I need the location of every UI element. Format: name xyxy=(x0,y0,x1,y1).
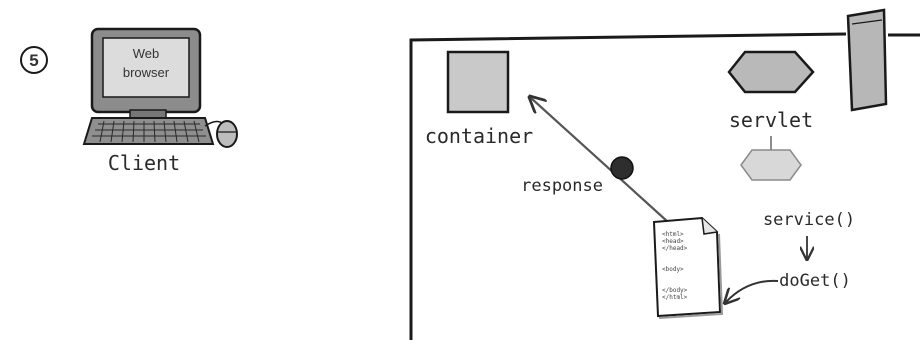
mouse-icon xyxy=(204,120,238,148)
client-computer: Web browser Client xyxy=(82,27,238,175)
container-box: container xyxy=(425,50,533,148)
response-flow: response xyxy=(521,98,669,223)
container-label: container xyxy=(425,124,533,148)
doc-line-1: <html> xyxy=(662,231,684,238)
doc-line-7: </body> xyxy=(662,287,688,294)
method-calls: service() doGet() xyxy=(726,210,855,302)
servlet: servlet xyxy=(727,50,815,181)
doc-line-2: <head> xyxy=(662,238,684,245)
monitor-icon xyxy=(90,27,202,119)
response-arrow xyxy=(531,98,669,223)
doget-method-label: doGet() xyxy=(779,271,851,291)
step-number: 5 xyxy=(29,51,38,70)
screen-text-web: Web xyxy=(133,46,160,61)
server-tower-icon xyxy=(846,8,888,112)
step-badge: 5 xyxy=(20,46,48,74)
doc-line-3: </head> xyxy=(662,245,688,252)
keyboard-icon xyxy=(82,117,215,145)
servlet-label: servlet xyxy=(729,108,813,132)
servlet-hexagon-icon xyxy=(727,50,815,94)
service-method-label: service() xyxy=(763,210,855,230)
doc-line-5: <body> xyxy=(662,266,684,273)
thread-hexagon-icon xyxy=(740,149,802,181)
html-document-icon: <html> <head> </head> <body> </body> </h… xyxy=(652,216,724,319)
server-boundary xyxy=(409,32,920,340)
response-ball xyxy=(610,156,634,180)
doc-line-8: </html> xyxy=(662,294,688,301)
response-label: response xyxy=(521,176,603,196)
client-label: Client xyxy=(108,151,180,175)
doget-to-document-arrow xyxy=(726,279,779,302)
screen-text-browser: browser xyxy=(123,65,170,80)
